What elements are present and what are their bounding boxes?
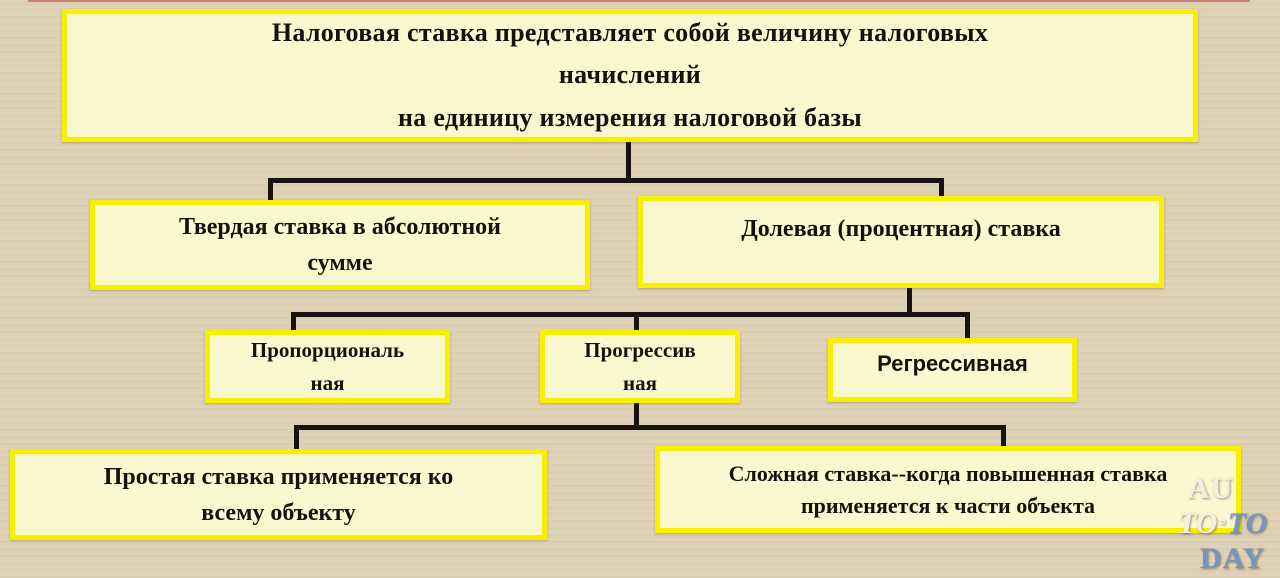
connector-level2-horizontal bbox=[291, 312, 970, 317]
connector-level3-horizontal bbox=[294, 425, 1006, 430]
connector-drop-to-regressive bbox=[965, 312, 970, 342]
watermark-logo: AU TO∘TO DAY bbox=[1178, 474, 1278, 574]
watermark-line1: AU bbox=[1188, 472, 1234, 505]
node-complex-line2: применяется к части объекта bbox=[800, 492, 1096, 518]
connector-drop-to-proportional bbox=[291, 312, 296, 334]
node-firm-line1: Твердая ставка в абсолютной bbox=[179, 214, 501, 240]
connector-drop-to-simple bbox=[294, 425, 299, 452]
node-simple-line1: Простая ставка применяется ко bbox=[103, 463, 454, 490]
connector-level1-horizontal bbox=[268, 178, 944, 183]
node-progressive-line2: ная bbox=[623, 370, 657, 395]
node-simple-line2: всему объекту bbox=[201, 499, 356, 526]
node-firm-line2: сумме bbox=[307, 250, 373, 276]
connector-drop-to-progressive bbox=[634, 312, 639, 333]
top-edge-artifact bbox=[28, 0, 1250, 2]
node-regressive-label: Регрессивная bbox=[877, 351, 1028, 376]
connector-drop-to-share bbox=[939, 178, 944, 200]
node-complex-rate: Сложная ставка--когда повышенная ставка … bbox=[655, 446, 1241, 533]
connector-progressive-stem bbox=[634, 403, 639, 429]
node-share-label: Долевая (процентная) ставка bbox=[741, 216, 1061, 242]
connector-drop-to-firm bbox=[268, 178, 273, 204]
watermark-line3: DAY bbox=[1200, 542, 1266, 575]
node-root-line3: на единицу измерения налоговой базы bbox=[398, 102, 862, 132]
node-simple-rate: Простая ставка применяется ко всему объе… bbox=[10, 449, 547, 540]
node-root-line1: Налоговая ставка представляет собой вели… bbox=[271, 18, 989, 48]
watermark-line2: TO∘TO bbox=[1178, 509, 1278, 539]
node-share-rate: Долевая (процентная) ставка bbox=[638, 196, 1164, 288]
watermark-to-white: TO bbox=[1178, 507, 1218, 540]
connector-share-stem bbox=[907, 288, 912, 317]
node-proportional-line1: Пропорциональ bbox=[250, 337, 405, 362]
node-complex-line1: Сложная ставка--когда повышенная ставка bbox=[728, 460, 1168, 486]
node-firm-rate: Твердая ставка в абсолютной сумме bbox=[90, 200, 590, 290]
connector-root-stem bbox=[626, 142, 631, 180]
node-progressive-line1: Прогрессив bbox=[584, 337, 696, 362]
watermark-to-blue: TO bbox=[1227, 507, 1268, 540]
node-root-definition: Налоговая ставка представляет собой вели… bbox=[62, 9, 1198, 142]
node-root-line2: начислений bbox=[558, 60, 702, 90]
connector-drop-to-complex bbox=[1001, 425, 1006, 451]
node-regressive-rate: Регрессивная bbox=[828, 338, 1077, 402]
ring-separator-icon: ∘ bbox=[1218, 514, 1227, 531]
node-proportional-rate: Пропорциональ ная bbox=[205, 330, 450, 403]
node-progressive-rate: Прогрессив ная bbox=[540, 330, 740, 403]
node-proportional-line2: ная bbox=[310, 370, 345, 395]
